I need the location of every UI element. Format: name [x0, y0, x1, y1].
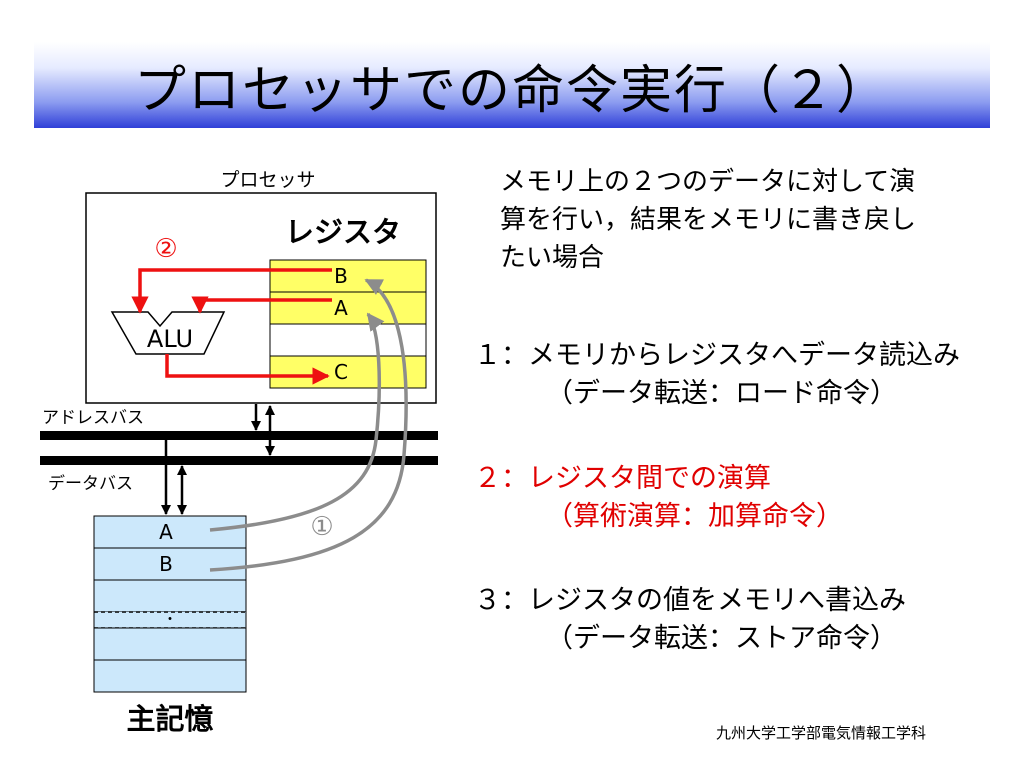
memory-cell: [93, 627, 247, 661]
step-3: ３：レジスタの値をメモリへ書込み （データ転送：ストア命令）: [474, 582, 906, 658]
arrow-mem-a-to-reg-a: [209, 312, 385, 532]
register-b-label: B: [334, 264, 348, 288]
memory-cell: [93, 659, 247, 693]
footer-credit: 九州大学工学部電気情報工学科: [716, 724, 927, 742]
step-sub: （データ転送：ストア命令）: [546, 623, 897, 654]
arrow-reg-a-to-alu: [191, 296, 332, 314]
register-file: B A C: [269, 259, 427, 389]
main-memory: A B ・: [93, 515, 247, 693]
register-cell: [269, 355, 427, 389]
step-sub: （データ転送：ロード命令）: [546, 378, 897, 409]
marker-1: ①: [310, 512, 333, 542]
marker-2: ②: [154, 234, 177, 264]
step-line: ２：レジスタ間での演算: [474, 463, 771, 494]
register-a-label: A: [334, 296, 348, 320]
step-2: ２：レジスタ間での演算 （算術演算：加算命令）: [474, 460, 843, 536]
arrow-reg-b-to-alu: [131, 268, 332, 314]
memory-cell: [93, 515, 247, 549]
memory-ellipsis: ・: [163, 612, 177, 628]
register-label: レジスタ: [285, 215, 401, 249]
register-c-label: C: [334, 360, 348, 384]
slide-title: プロセッサでの命令実行（２）: [133, 60, 890, 121]
alu-label: ALU: [147, 325, 193, 353]
processor-label: プロセッサ: [220, 169, 315, 191]
memory-b-label: B: [159, 552, 173, 576]
intro-line: たい場合: [500, 243, 605, 273]
address-bus: [40, 431, 438, 440]
data-bus: [40, 456, 438, 465]
register-cell: [269, 291, 427, 325]
intro-line: 算を行い，結果をメモリに書き戻し: [500, 205, 917, 235]
register-cell: [269, 259, 427, 293]
step-sub: （算術演算：加算命令）: [546, 501, 843, 532]
step-1: １：メモリからレジスタへデータ読込み （データ転送：ロード命令）: [474, 337, 960, 413]
data-bus-label: データバス: [48, 473, 133, 494]
step-line: ３：レジスタの値をメモリへ書込み: [474, 585, 906, 616]
address-bus-label: アドレスバス: [42, 408, 144, 428]
arrow-alu-to-reg-c: [165, 354, 330, 385]
step-line: １：メモリからレジスタへデータ読込み: [474, 340, 960, 371]
intro-text: メモリ上の２つのデータに対して演 算を行い，結果をメモリに書き戻し たい場合: [500, 163, 916, 277]
title-bar: プロセッサでの命令実行（２）: [34, 42, 990, 128]
memory-a-label: A: [159, 520, 173, 544]
memory-gap: [94, 612, 246, 628]
memory-cell: [93, 579, 247, 613]
arrow-mem-b-to-reg-b: [209, 278, 408, 572]
intro-line: メモリ上の２つのデータに対して演: [500, 167, 916, 197]
memory-label: 主記憶: [126, 702, 213, 736]
